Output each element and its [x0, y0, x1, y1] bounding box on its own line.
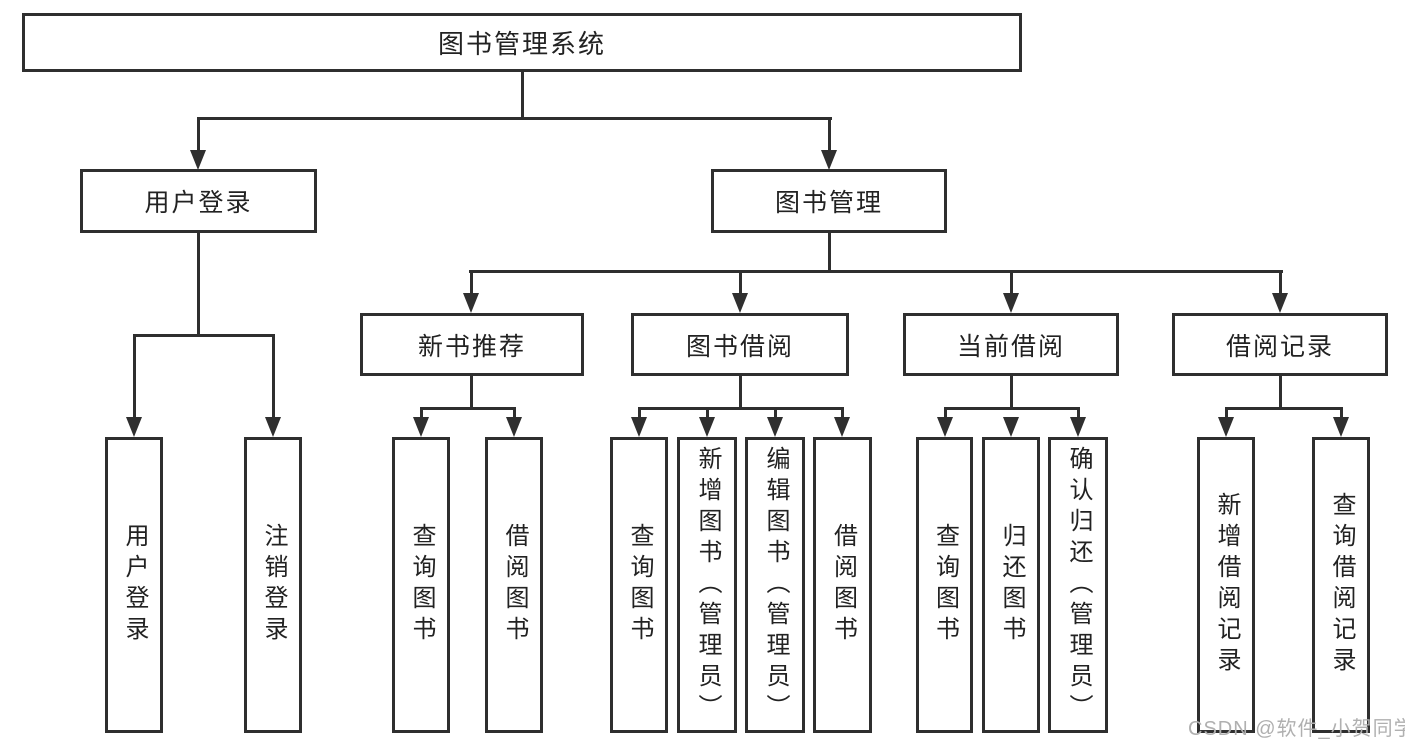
- connector: [133, 336, 136, 419]
- arrowhead: [463, 293, 479, 313]
- arrowhead: [506, 417, 522, 437]
- connector: [739, 272, 742, 295]
- leaf-query-book-2: 查询图书: [610, 437, 668, 733]
- node-borrow-records: 借阅记录: [1172, 313, 1388, 376]
- connector: [739, 376, 742, 409]
- arrowhead: [821, 150, 837, 170]
- arrowhead: [767, 417, 783, 437]
- connector: [133, 334, 275, 337]
- connector: [1225, 407, 1343, 410]
- connector: [420, 407, 516, 410]
- connector: [638, 409, 641, 419]
- arrowhead: [1218, 417, 1234, 437]
- leaf-borrow-book-1: 借阅图书: [485, 437, 543, 733]
- connector: [197, 119, 200, 152]
- leaf-query-borrow-record: 查询借阅记录: [1312, 437, 1370, 733]
- connector: [470, 272, 473, 295]
- arrowhead: [834, 417, 850, 437]
- leaf-add-borrow-record: 新增借阅记录: [1197, 437, 1255, 733]
- connector: [841, 409, 844, 419]
- watermark: CSDN @软件_小贺同学: [1188, 718, 1405, 740]
- connector: [1225, 409, 1228, 419]
- arrowhead: [1003, 417, 1019, 437]
- arrowhead: [1333, 417, 1349, 437]
- leaf-logout: 注销登录: [244, 437, 302, 733]
- arrowhead: [413, 417, 429, 437]
- connector: [706, 409, 709, 419]
- arrowhead: [1272, 293, 1288, 313]
- arrowhead: [732, 293, 748, 313]
- arrowhead: [1070, 417, 1086, 437]
- connector: [197, 117, 832, 120]
- arrowhead: [699, 417, 715, 437]
- node-book-management: 图书管理: [711, 169, 947, 233]
- connector: [470, 376, 473, 409]
- connector: [944, 407, 1080, 410]
- leaf-query-book-1: 查询图书: [392, 437, 450, 733]
- connector: [1010, 272, 1013, 295]
- connector: [828, 233, 831, 272]
- arrowhead: [937, 417, 953, 437]
- connector: [1077, 409, 1080, 419]
- connector: [638, 407, 844, 410]
- arrowhead: [265, 417, 281, 437]
- connector: [1279, 376, 1282, 409]
- leaf-confirm-return-admin: 确认归还（管理员）: [1048, 437, 1108, 733]
- node-user-login: 用户登录: [80, 169, 317, 233]
- leaf-borrow-book-2: 借阅图书: [813, 437, 872, 733]
- connector: [828, 119, 831, 152]
- connector: [197, 233, 200, 336]
- connector: [774, 409, 777, 419]
- leaf-add-book-admin: 新增图书（管理员）: [677, 437, 737, 733]
- node-new-book-recommend: 新书推荐: [360, 313, 584, 376]
- connector: [1340, 409, 1343, 419]
- node-root: 图书管理系统: [22, 13, 1022, 72]
- connector: [1010, 376, 1013, 409]
- leaf-user-login: 用户登录: [105, 437, 163, 733]
- leaf-return-book: 归还图书: [982, 437, 1040, 733]
- leaf-edit-book-admin: 编辑图书（管理员）: [745, 437, 805, 733]
- connector: [1279, 272, 1282, 295]
- connector: [272, 336, 275, 419]
- connector: [469, 270, 1283, 273]
- node-book-borrow: 图书借阅: [631, 313, 849, 376]
- arrowhead: [631, 417, 647, 437]
- leaf-query-book-3: 查询图书: [916, 437, 973, 733]
- connector: [420, 409, 423, 419]
- arrowhead: [126, 417, 142, 437]
- connector: [944, 409, 947, 419]
- node-current-borrow: 当前借阅: [903, 313, 1119, 376]
- arrowhead: [1003, 293, 1019, 313]
- connector: [521, 70, 524, 119]
- arrowhead: [190, 150, 206, 170]
- connector: [513, 409, 516, 419]
